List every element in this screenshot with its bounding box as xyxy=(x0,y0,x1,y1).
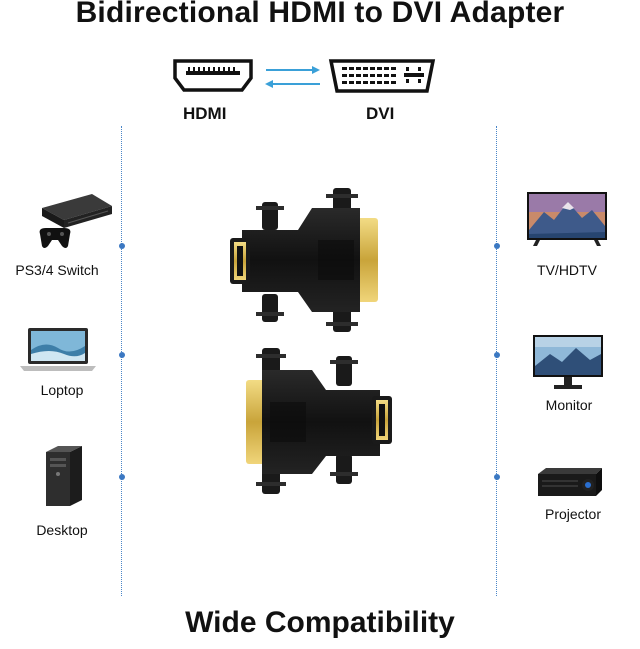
device-label-projector: Projector xyxy=(544,506,602,522)
dvi-port-icon xyxy=(328,59,436,93)
device-label-laptop: Loptop xyxy=(40,382,84,398)
guide-dot xyxy=(119,243,125,249)
hdmi-port-icon xyxy=(173,59,253,92)
device-label-ps-switch: PS3/4 Switch xyxy=(15,262,99,278)
tv-icon xyxy=(527,192,607,246)
right-guide-line xyxy=(496,126,497,596)
hdmi-dvi-adapter-image-top xyxy=(230,188,378,332)
guide-dot xyxy=(119,352,125,358)
projector-icon xyxy=(538,468,602,496)
left-guide-line xyxy=(121,126,122,596)
bidirectional-arrows-icon xyxy=(265,66,320,88)
game-console-icon xyxy=(39,194,112,248)
laptop-icon xyxy=(20,328,96,371)
guide-dot xyxy=(494,352,500,358)
page-title: Bidirectional HDMI to DVI Adapter xyxy=(75,0,565,29)
guide-dot xyxy=(494,243,500,249)
dvi-label: DVI xyxy=(366,104,395,123)
guide-dot xyxy=(119,474,125,480)
device-label-tv: TV/HDTV xyxy=(537,262,597,278)
footer-title: Wide Compatibility xyxy=(185,606,455,639)
guide-dot xyxy=(494,474,500,480)
monitor-icon xyxy=(533,335,603,389)
hdmi-label: HDMI xyxy=(183,104,227,123)
desktop-tower-icon xyxy=(46,446,82,506)
device-label-monitor: Monitor xyxy=(545,397,593,413)
device-label-desktop: Desktop xyxy=(36,522,88,538)
hdmi-dvi-adapter-image-bottom xyxy=(246,348,392,494)
